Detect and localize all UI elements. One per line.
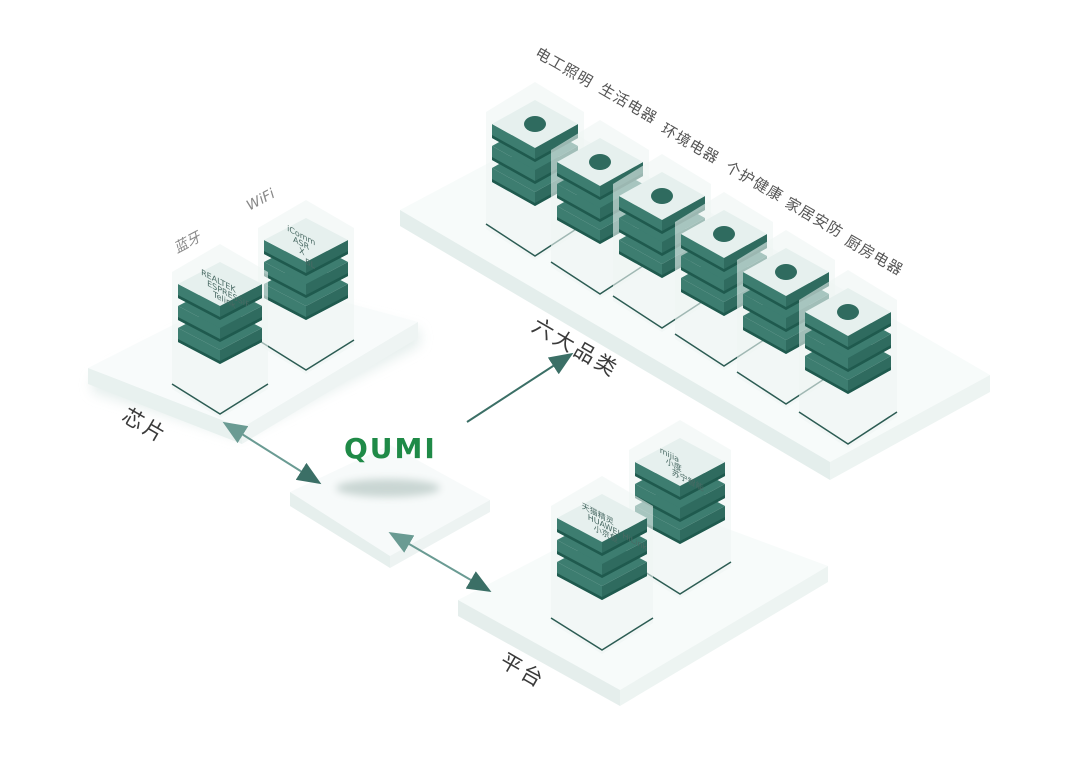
- block-top: [264, 218, 348, 262]
- smart-lock-icon: [775, 264, 797, 280]
- arrows: [222, 352, 574, 593]
- block-layer-left: [264, 240, 306, 276]
- block-layer-right: [306, 262, 348, 298]
- base-outline: [171, 383, 269, 415]
- base-outline: [257, 339, 355, 371]
- block-layer-left: [805, 334, 848, 372]
- block-layer-left: [492, 146, 535, 184]
- block-top: [557, 494, 647, 542]
- block-layer-left: [492, 168, 535, 206]
- block-layer-left: [619, 218, 662, 256]
- arrow-qumi-platforms: [388, 531, 492, 593]
- base-outline: [550, 617, 654, 651]
- block-layer-left: [557, 206, 600, 244]
- block-layer-right: [306, 284, 348, 320]
- block-layer-right: [848, 312, 891, 350]
- base-outline: [798, 411, 898, 445]
- block-layer-right: [602, 518, 647, 556]
- block-layer-right: [724, 234, 767, 272]
- block-layer-right: [535, 124, 578, 162]
- appliance-icon: [589, 154, 611, 170]
- block-layer-right: [306, 240, 348, 276]
- block-layer-right: [220, 328, 262, 364]
- block-layer-right: [602, 562, 647, 600]
- brand-logo-text: BL: [305, 257, 315, 272]
- block-layer-left: [178, 284, 220, 320]
- brand-logo-text: X: [299, 246, 305, 258]
- block-top: [635, 438, 725, 486]
- lightbulb-icon: [524, 116, 546, 132]
- block-layer-left: [681, 234, 724, 272]
- block-layer-right: [662, 196, 705, 234]
- exercise-bike-icon: [713, 226, 735, 242]
- block-layer-left: [681, 278, 724, 316]
- block-layer-right: [848, 334, 891, 372]
- block-layer-left: [557, 184, 600, 222]
- category-stack-6: [798, 270, 898, 448]
- block-layer-right: [602, 540, 647, 578]
- kitchen-appliance-icon: [837, 304, 859, 320]
- block-layer-right: [220, 306, 262, 342]
- block-layer-right: [680, 484, 725, 522]
- block-layer-left: [492, 124, 535, 162]
- block-layer-left: [743, 294, 786, 332]
- block-layer-right: [786, 272, 829, 310]
- block-layer-left: [619, 196, 662, 234]
- block-layer-left: [264, 262, 306, 298]
- arrow-chip-qumi: [222, 421, 322, 485]
- block-layer-left: [635, 462, 680, 500]
- block-layer-left: [619, 240, 662, 278]
- block-layer-left: [743, 272, 786, 310]
- block-top: [178, 262, 262, 306]
- block-layer-right: [220, 284, 262, 320]
- block-layer-left: [805, 356, 848, 394]
- block-layer-left: [178, 328, 220, 364]
- block-layer-left: [557, 562, 602, 600]
- block-layer-right: [680, 506, 725, 544]
- block-layer-left: [743, 316, 786, 354]
- category-stack-3: [612, 154, 712, 332]
- block-layer-right: [848, 356, 891, 394]
- block-layer-left: [264, 284, 306, 320]
- block-layer-left: [557, 162, 600, 200]
- arrow-qumi-categories: [466, 352, 574, 423]
- qumi-shadow: [336, 479, 440, 497]
- block-layer-left: [557, 540, 602, 578]
- block-layer-left: [635, 484, 680, 522]
- block-layer-left: [178, 306, 220, 342]
- block-layer-right: [680, 462, 725, 500]
- qumi-logo: QUMI: [344, 432, 437, 465]
- block-layer-left: [681, 256, 724, 294]
- fan-icon: [651, 188, 673, 204]
- block-layer-left: [557, 518, 602, 556]
- block-layer-left: [805, 312, 848, 350]
